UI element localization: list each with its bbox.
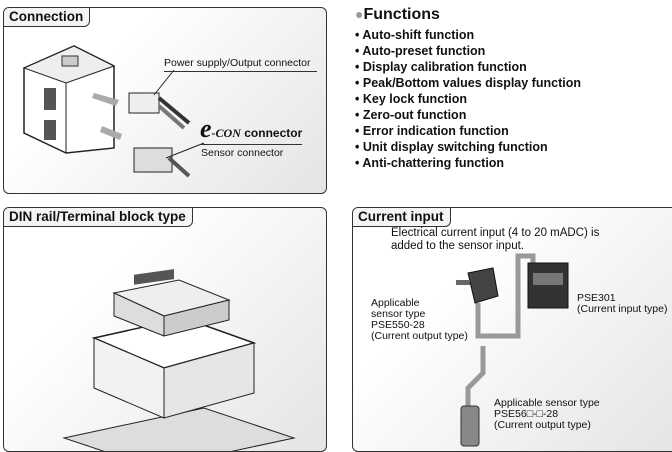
functions-title: ●Functions — [355, 6, 440, 23]
connection-panel: Connection Power supply/Output connector… — [3, 7, 327, 194]
circle-bullet-icon: ● — [355, 6, 364, 22]
econ-logo: e — [200, 114, 212, 143]
current-input-illustration — [456, 253, 569, 447]
function-item: • Peak/Bottom values display function — [355, 76, 581, 90]
functions-list: • Auto-shift function • Auto-preset func… — [355, 27, 581, 171]
din-rail-title: DIN rail/Terminal block type — [4, 208, 193, 227]
sensor-connector-label: Sensor connector — [201, 147, 284, 159]
din-rail-illustration — [62, 269, 296, 451]
econ-connector-text: connector — [244, 126, 303, 140]
current-input-description: Electrical current input (4 to 20 mADC) … — [391, 227, 600, 252]
econ-connector-label: e-CON connector — [200, 116, 303, 145]
function-item: • Auto-preset function — [355, 44, 486, 58]
econ-brand: -CON — [211, 126, 241, 140]
functions-section: ●Functions • Auto-shift function • Auto-… — [355, 6, 581, 171]
function-item: • Auto-shift function — [355, 28, 475, 42]
function-item: • Anti-chattering function — [355, 156, 505, 170]
power-output-connector-label: Power supply/Output connector — [164, 58, 317, 72]
function-item: • Key lock function — [355, 92, 468, 106]
connection-title: Connection — [4, 8, 91, 27]
current-input-panel: Current input Electrical current input (… — [352, 207, 672, 452]
function-item: • Error indication function — [355, 124, 509, 138]
connection-illustration — [22, 45, 205, 178]
current-input-title: Current input — [353, 208, 451, 227]
function-item: • Display calibration function — [355, 60, 527, 74]
function-item: • Unit display switching function — [355, 140, 548, 154]
pse301-label: PSE301(Current input type) — [577, 292, 668, 315]
din-rail-panel: DIN rail/Terminal block type — [3, 207, 327, 452]
function-item: • Zero-out function — [355, 108, 467, 122]
